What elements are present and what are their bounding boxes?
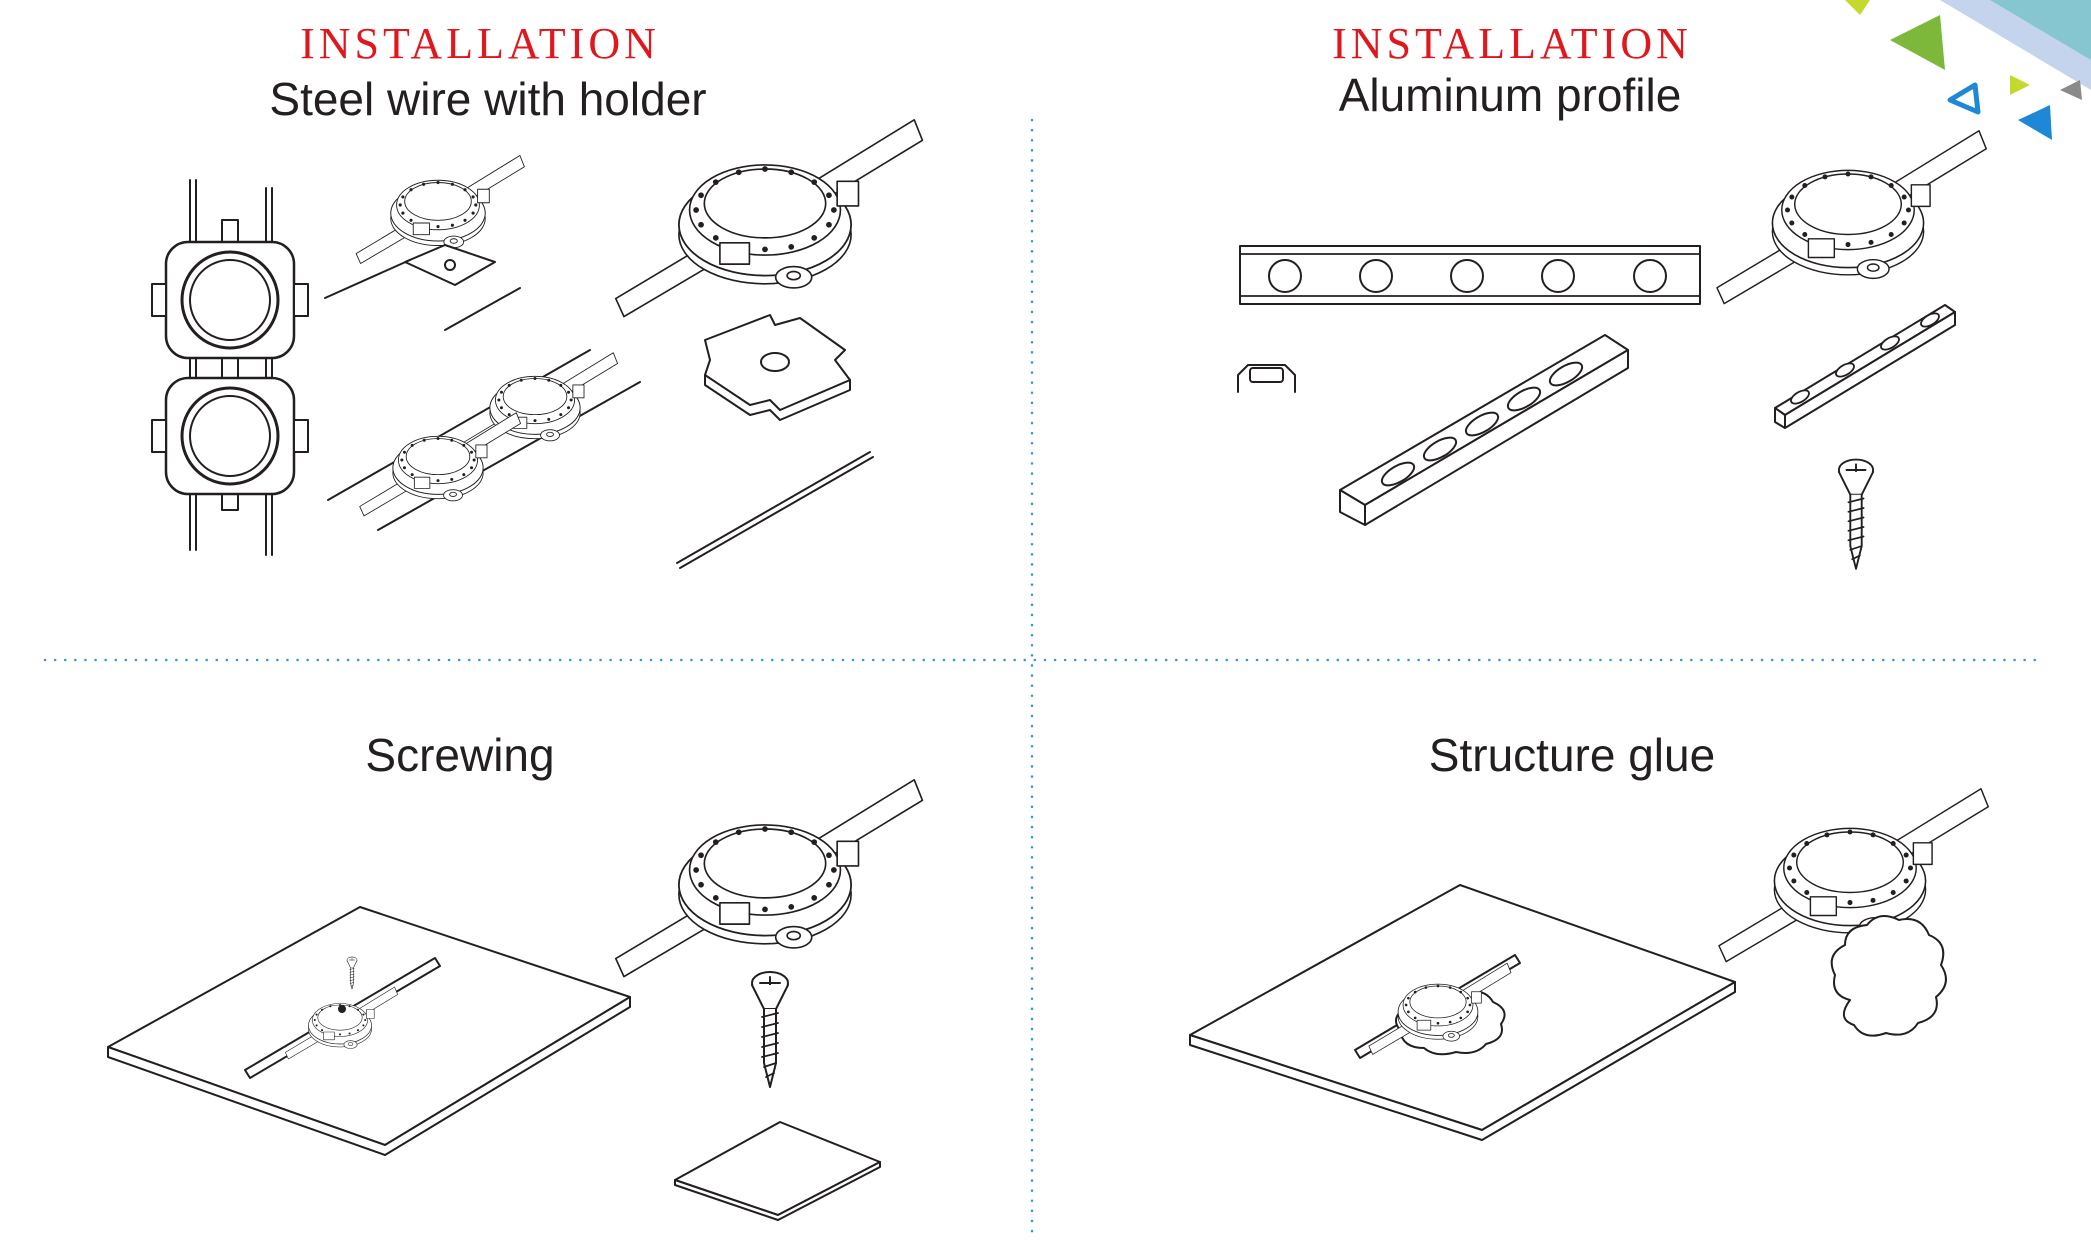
aluminum-profile-perspective [1339, 334, 1629, 526]
holder-icon [704, 314, 851, 421]
led-with-holder-exploded [324, 155, 525, 331]
led-module-icon [1716, 130, 1988, 305]
plate-icon [674, 1121, 881, 1221]
aluminum-profile-icon [1774, 304, 1956, 429]
mounting-plate-with-led [107, 906, 631, 1156]
screw-icon [751, 971, 789, 1088]
led-module-icon [614, 778, 924, 978]
panel-4-title: Structure glue [1428, 729, 1716, 781]
aluminum-profile-front [1239, 245, 1701, 305]
screw-icon [1837, 458, 1875, 570]
corner-decoration-icon [1845, 0, 2091, 140]
mounting-plate-glued-led [1189, 884, 1736, 1141]
steel-wire-parallel-assembly [327, 349, 641, 531]
led-module-icon [614, 118, 924, 318]
glue-icon [1830, 915, 1947, 1037]
aluminum-profile-section [1237, 364, 1296, 393]
steel-wire-icon [676, 451, 874, 569]
panel-2-kicker: INSTALLATION [1332, 19, 1692, 68]
panel-1-kicker: INSTALLATION [300, 19, 660, 68]
panel-2-title: Aluminum profile [1338, 69, 1682, 121]
panel-1-title: Steel wire with holder [269, 73, 707, 125]
steel-wire-vertical-assembly [150, 179, 310, 556]
panel-3-title: Screwing [365, 729, 555, 781]
